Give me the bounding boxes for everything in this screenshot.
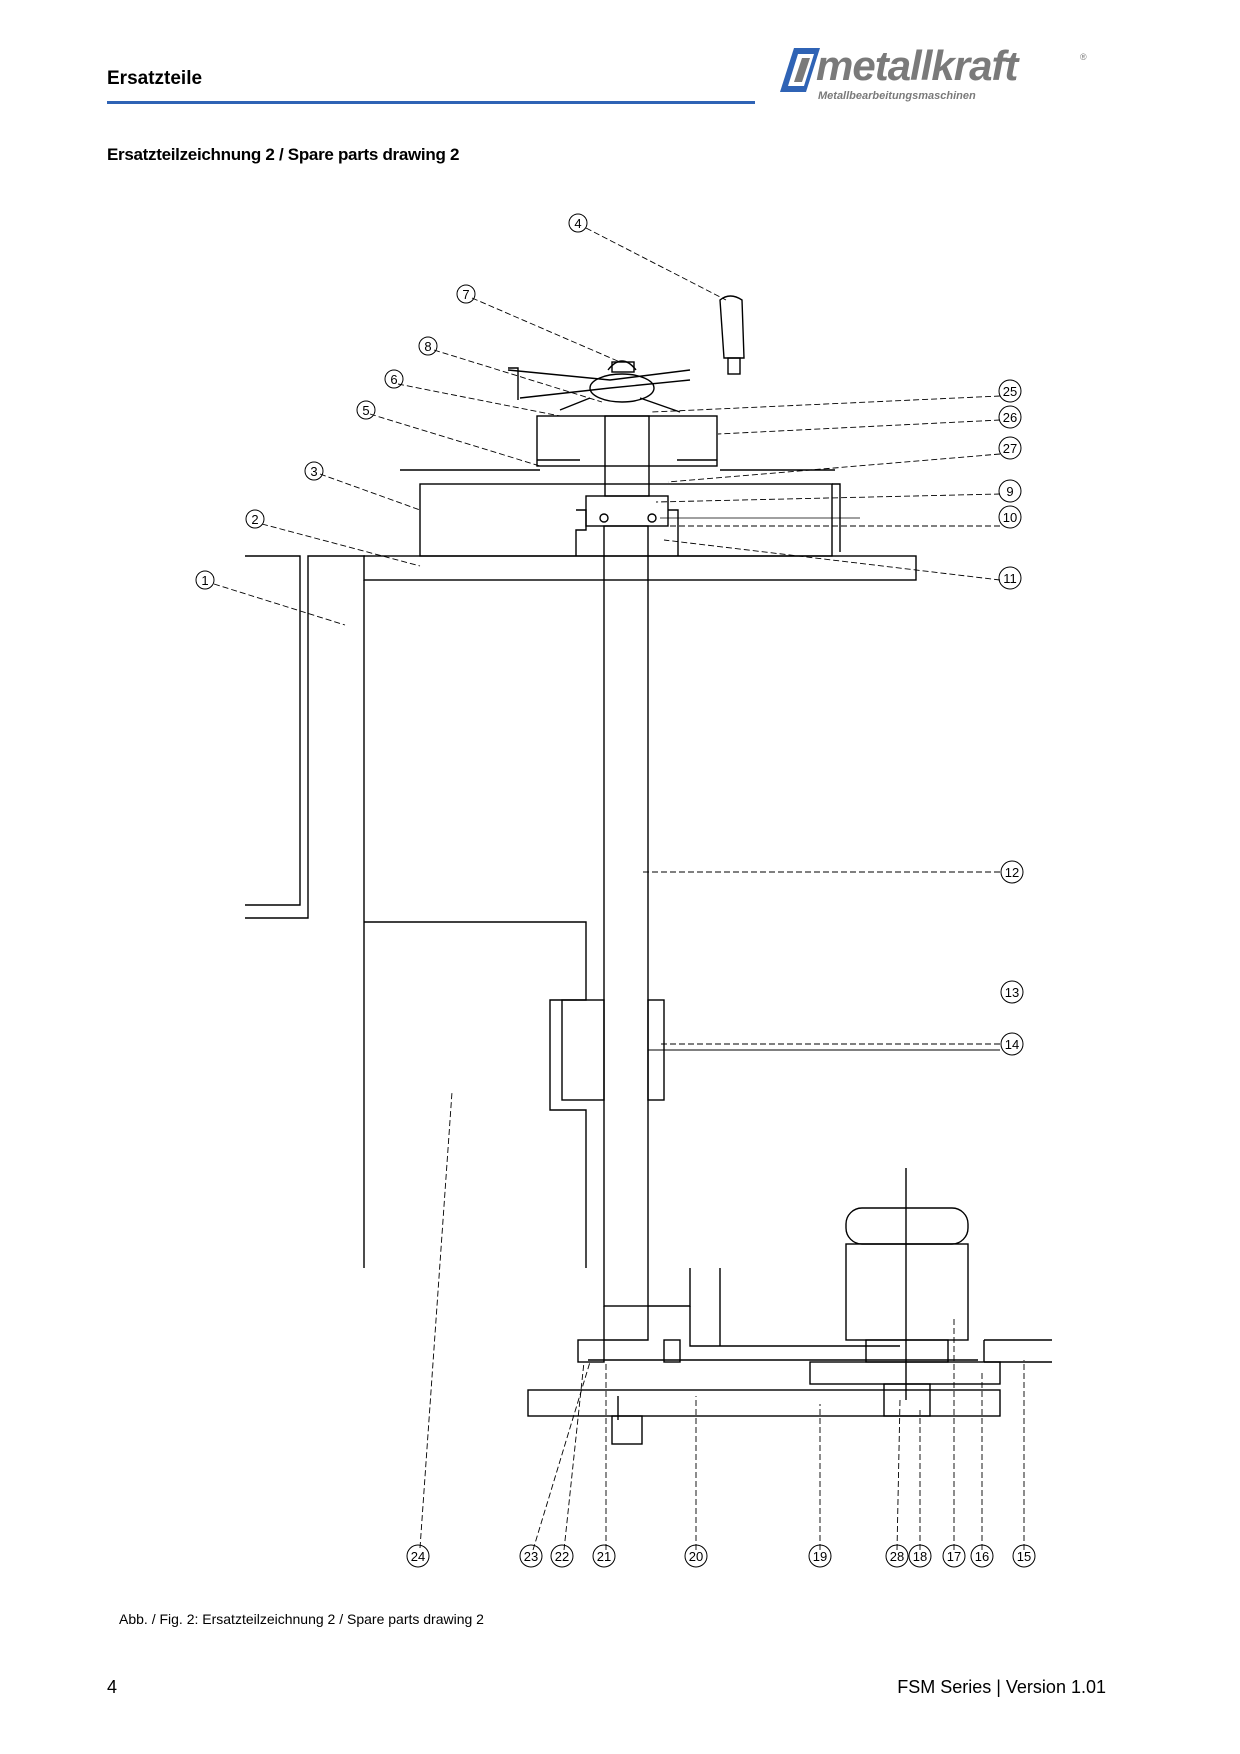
svg-text:27: 27: [1003, 441, 1017, 456]
svg-text:17: 17: [947, 1549, 961, 1564]
callout-11: 11: [998, 566, 1022, 590]
callout-7: 7: [456, 284, 476, 304]
callout-8: 8: [418, 336, 438, 356]
page-header-title: Ersatzteile: [107, 68, 203, 89]
svg-text:22: 22: [555, 1549, 569, 1564]
callout-10: 10: [998, 505, 1022, 529]
svg-text:8: 8: [424, 339, 431, 354]
svg-text:9: 9: [1006, 484, 1013, 499]
callout-27: 27: [998, 436, 1022, 460]
callout-13: 13: [1000, 980, 1024, 1004]
callout-25: 25: [998, 379, 1022, 403]
section-title: Ersatzteilzeichnung 2 / Spare parts draw…: [107, 145, 460, 164]
svg-text:19: 19: [813, 1549, 827, 1564]
callout-1: 1: [195, 570, 215, 590]
svg-text:14: 14: [1005, 1037, 1019, 1052]
svg-text:10: 10: [1003, 510, 1017, 525]
callout-26: 26: [998, 405, 1022, 429]
page-number: 4: [107, 1677, 118, 1697]
callout-21: 21: [592, 1544, 616, 1568]
svg-text:25: 25: [1003, 384, 1017, 399]
svg-text:2: 2: [251, 512, 258, 527]
callout-17: 17: [942, 1544, 966, 1568]
svg-text:18: 18: [913, 1549, 927, 1564]
svg-text:21: 21: [597, 1549, 611, 1564]
brand-logo: metallkraft ® Metallbearbeitungsmaschine…: [780, 42, 1100, 108]
svg-text:15: 15: [1017, 1549, 1031, 1564]
logo-tagline: Metallbearbeitungsmaschinen: [818, 90, 976, 102]
callout-5: 5: [356, 400, 376, 420]
svg-text:3: 3: [310, 464, 317, 479]
svg-text:1: 1: [201, 573, 208, 588]
svg-text:12: 12: [1005, 865, 1019, 880]
callout-4-top: 4: [568, 213, 588, 233]
callout-12: 12: [1000, 860, 1024, 884]
callout-23: 23: [519, 1544, 543, 1568]
logo-wordmark: metallkraft: [816, 42, 1018, 89]
callout-22: 22: [550, 1544, 574, 1568]
callout-2: 2: [245, 509, 265, 529]
callout-3: 3: [304, 461, 324, 481]
callout-28: 28: [885, 1544, 909, 1568]
figure-caption: Abb. / Fig. 2: Ersatzteilzeichnung 2 / S…: [119, 1611, 484, 1627]
callout-19: 19: [808, 1544, 832, 1568]
series-version: FSM Series | Version 1.01: [897, 1677, 1106, 1697]
svg-text:23: 23: [524, 1549, 538, 1564]
svg-text:26: 26: [1003, 410, 1017, 425]
svg-text:16: 16: [975, 1549, 989, 1564]
logo-registered-mark: ®: [1080, 52, 1087, 62]
svg-text:5: 5: [362, 403, 369, 418]
header-rule: [107, 101, 755, 104]
callout-24: 24: [406, 1544, 430, 1568]
callout-18: 18: [908, 1544, 932, 1568]
svg-text:11: 11: [1003, 571, 1017, 586]
svg-text:24: 24: [411, 1549, 425, 1564]
logo-mark-icon: [780, 48, 820, 92]
svg-text:13: 13: [1005, 985, 1019, 1000]
svg-text:7: 7: [462, 287, 469, 302]
callout-15: 15: [1012, 1544, 1036, 1568]
svg-text:6: 6: [390, 372, 397, 387]
svg-text:20: 20: [689, 1549, 703, 1564]
callout-20: 20: [684, 1544, 708, 1568]
svg-text:28: 28: [890, 1549, 904, 1564]
callout-6: 6: [384, 369, 404, 389]
callout-14: 14: [1000, 1032, 1024, 1056]
callout-16: 16: [970, 1544, 994, 1568]
callout-9: 9: [998, 479, 1022, 503]
svg-text:4: 4: [574, 216, 581, 231]
